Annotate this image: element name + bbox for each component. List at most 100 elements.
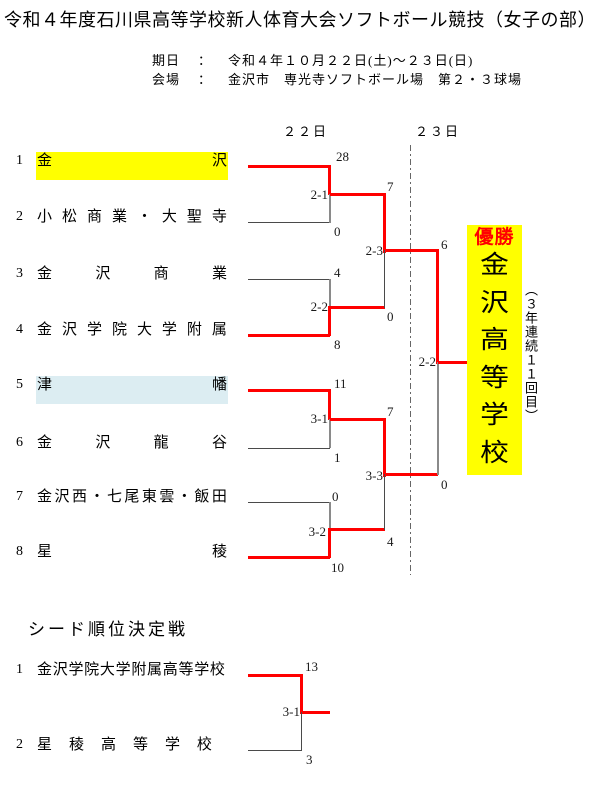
g21-top-score: 28 xyxy=(336,149,349,164)
champion-name-char: 校 xyxy=(480,439,509,467)
team-entry-line xyxy=(248,388,330,392)
g32-top-score: 0 xyxy=(332,489,339,504)
team-entry-line xyxy=(248,555,330,559)
g33-label: 3-3 xyxy=(365,468,383,483)
g31-winner-vertical xyxy=(328,389,331,420)
venue-row: 会場 ： 金沢市 専光寺ソフトボール場 第２・３球場 xyxy=(152,69,522,88)
g22-bottom-score: 8 xyxy=(334,337,341,352)
g32-exit-line xyxy=(330,527,385,531)
date-label: 期日 xyxy=(152,53,181,68)
team-entry-line xyxy=(248,447,330,449)
champion-name-char: 学 xyxy=(480,402,509,430)
g23-loser-vertical xyxy=(384,250,385,308)
team-entry-line xyxy=(248,673,302,677)
team-number: 4 xyxy=(16,322,23,337)
g32-winner-vertical xyxy=(328,528,331,558)
g31-label: 3-1 xyxy=(310,411,328,426)
team-name: 金沢 xyxy=(37,153,227,169)
g33-exit-line xyxy=(385,472,438,476)
g31-bottom-score: 1 xyxy=(334,450,341,465)
g21-winner-vertical xyxy=(328,165,331,195)
g21-label: 2-1 xyxy=(310,187,328,202)
team-name: 小松商業・大聖寺 xyxy=(37,209,227,225)
team-entry-line xyxy=(248,221,330,223)
g23-label: 2-3 xyxy=(365,243,383,258)
g32-label: 3-2 xyxy=(308,524,326,539)
final-loser-vertical xyxy=(437,362,439,475)
g22-loser-vertical xyxy=(329,279,331,308)
day-separator-line xyxy=(410,145,411,575)
champion-label: 優勝 xyxy=(474,227,515,248)
final-exit-line xyxy=(438,360,467,364)
team-entry-line xyxy=(248,278,330,280)
g32-bottom-score: 10 xyxy=(331,560,344,575)
seed-loser-vertical xyxy=(301,712,302,750)
team-name: 星稜 xyxy=(37,544,227,560)
champion-box: 優勝 金沢高等学校 xyxy=(467,225,522,475)
final-top-score: 6 xyxy=(441,237,448,252)
champion-name-char: 沢 xyxy=(480,289,509,317)
g21-bottom-score: 0 xyxy=(334,224,341,239)
g31-top-score: 11 xyxy=(334,376,347,391)
g31-exit-line xyxy=(330,417,385,421)
team-highlight xyxy=(36,376,228,404)
g22-winner-vertical xyxy=(328,306,331,336)
team-number: 6 xyxy=(16,435,23,450)
date-row: 期日：令和４年１０月２２日(土)～２３日(日) xyxy=(152,50,473,69)
venue-colon: ： xyxy=(198,72,213,87)
g22-label: 2-2 xyxy=(310,299,328,314)
team-name: 金沢商業 xyxy=(37,266,227,282)
final-label: 2-2 xyxy=(418,354,436,369)
champion-name-char: 金 xyxy=(480,252,509,279)
g21-loser-vertical xyxy=(329,194,331,223)
venue-label: 会場 xyxy=(152,72,181,87)
g22-exit-line xyxy=(330,305,385,309)
g31-loser-vertical xyxy=(329,419,331,448)
g23-exit-line xyxy=(385,248,438,252)
g22-top-score: 4 xyxy=(334,265,341,280)
team-number: 2 xyxy=(16,737,23,752)
team-number: 1 xyxy=(16,153,23,168)
g33-bottom-score: 4 xyxy=(387,534,394,549)
team-number: 3 xyxy=(16,266,23,281)
day1-header: ２２日 xyxy=(283,124,329,139)
g23-bottom-score: 0 xyxy=(387,309,394,324)
team-entry-line xyxy=(248,164,330,168)
g32-loser-vertical xyxy=(329,502,331,530)
g21-exit-line xyxy=(330,192,385,196)
team-number: 1 xyxy=(16,662,23,677)
team-name: 星稜高等学校 xyxy=(37,737,212,753)
venue-value: 金沢市 専光寺ソフトボール場 第２・３球場 xyxy=(228,72,523,87)
team-name: 津幡 xyxy=(37,377,227,393)
team-number: 2 xyxy=(16,209,23,224)
team-entry-line xyxy=(248,501,330,503)
champion-name-char: 高 xyxy=(480,327,509,355)
seed-game-label: 3-1 xyxy=(282,704,300,719)
g23-top-score: 7 xyxy=(387,179,394,194)
g33-loser-vertical xyxy=(384,474,385,530)
g23-winner-vertical xyxy=(383,192,386,253)
champion-note: （３年連続１１回目） xyxy=(523,283,538,423)
team-number: 7 xyxy=(16,489,23,504)
team-name: 金沢学院大学附属高等学校 xyxy=(37,662,225,678)
team-highlight xyxy=(36,152,228,180)
day2-header: ２３日 xyxy=(415,124,461,139)
seed-winner-vertical xyxy=(300,674,303,714)
team-number: 8 xyxy=(16,544,23,559)
team-name: 金沢西・七尾東雲・飯田 xyxy=(37,489,227,505)
team-entry-line xyxy=(248,333,330,337)
seed-match-heading: シード順位決定戦 xyxy=(28,620,188,639)
date-value: 令和４年１０月２２日(土)～２３日(日) xyxy=(228,53,474,68)
champion-name-char: 等 xyxy=(480,364,509,392)
team-name: 金沢龍谷 xyxy=(37,435,227,451)
team-name: 金沢学院大学附属 xyxy=(37,322,227,338)
g33-winner-vertical xyxy=(383,417,386,477)
seed-exit-line xyxy=(302,710,330,714)
g33-top-score: 7 xyxy=(387,404,394,419)
seed-top-score: 13 xyxy=(305,659,318,674)
team-number: 5 xyxy=(16,377,23,392)
seed-bottom-score: 3 xyxy=(306,752,313,767)
final-winner-vertical xyxy=(436,248,439,364)
team-entry-line xyxy=(248,749,302,751)
